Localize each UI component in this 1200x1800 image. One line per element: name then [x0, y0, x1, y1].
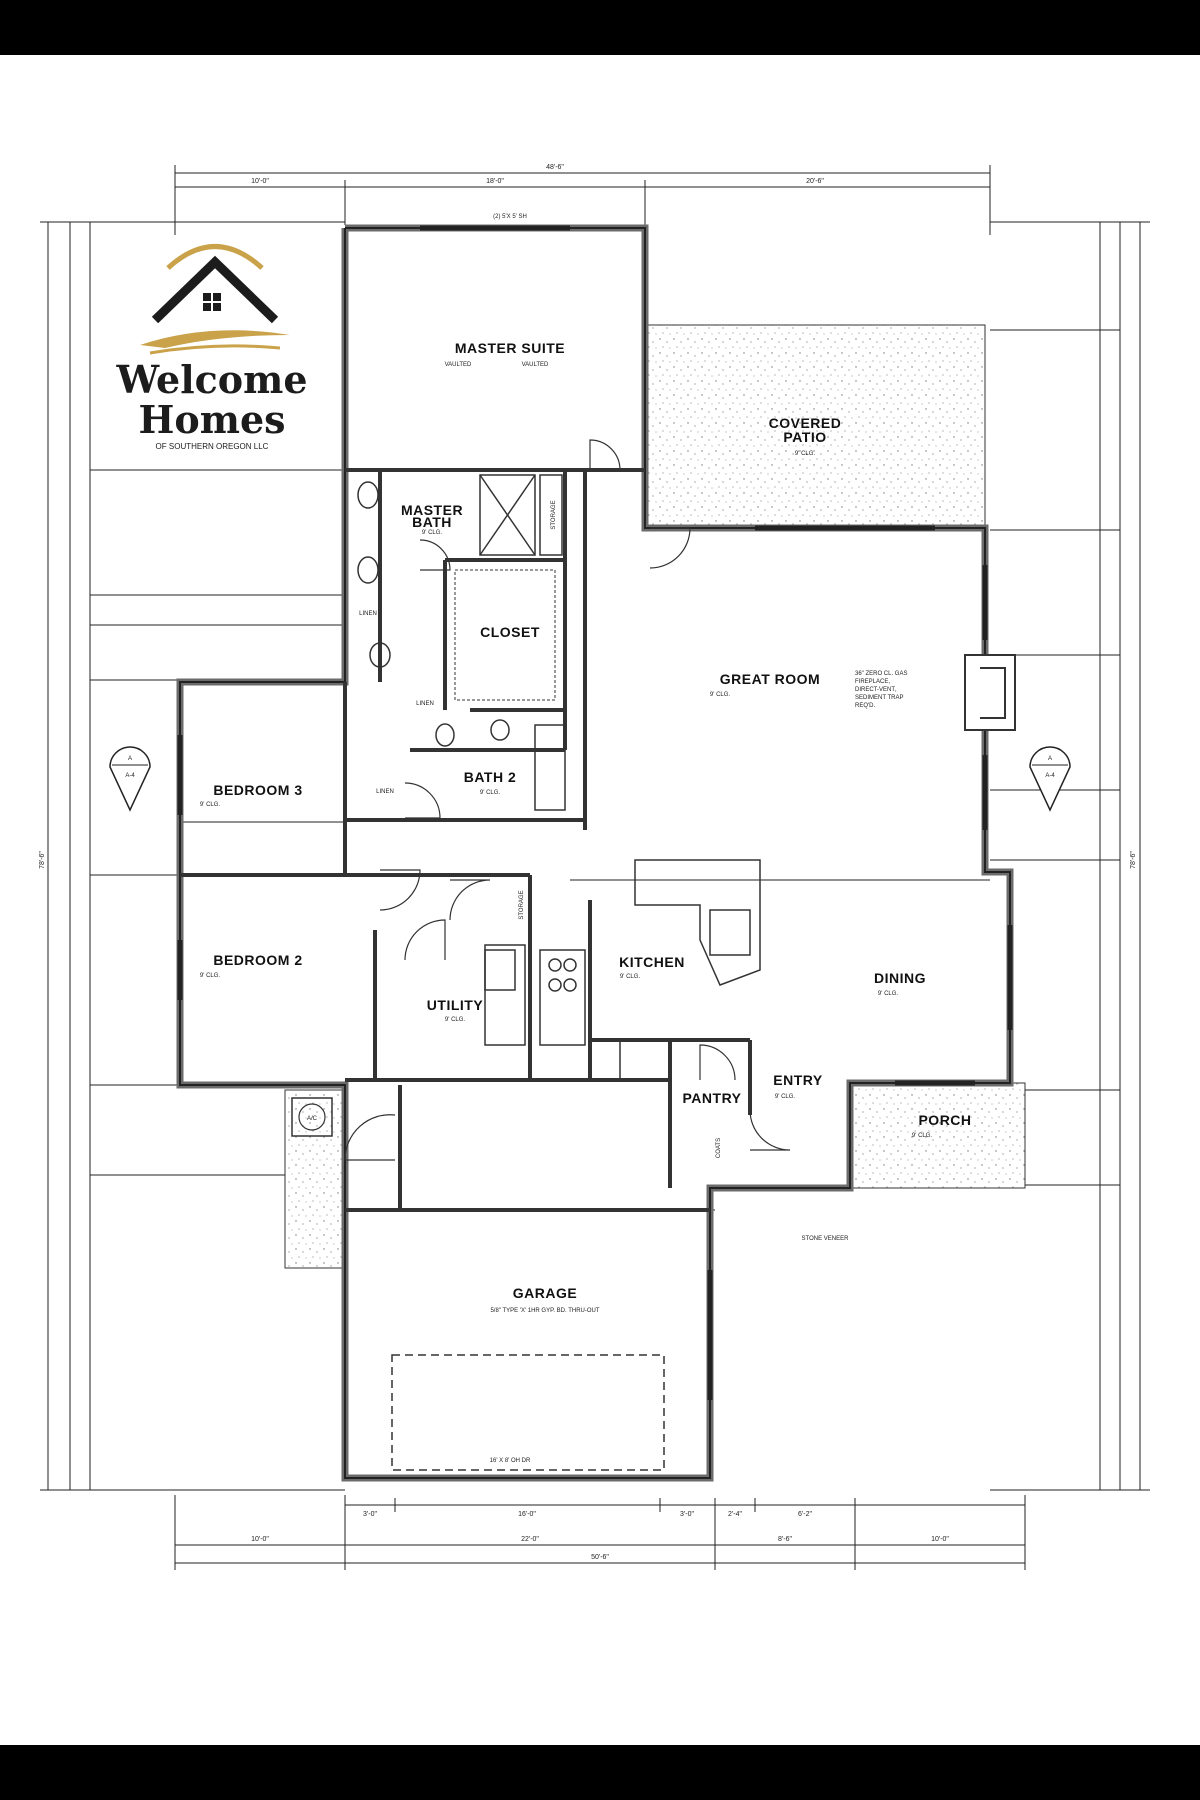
master-window-note: (2) 5'X 5' SH: [493, 214, 527, 220]
note-bath-2: 9' CLG.: [480, 790, 500, 796]
room-bedroom-2: BEDROOM 2: [213, 952, 302, 968]
dim-bottom-2: 22'-0": [521, 1536, 539, 1543]
windows: [177, 225, 1013, 1400]
label-linen-2: LINEN: [416, 701, 434, 707]
dim-garage-1: 3'-0": [363, 1511, 377, 1518]
dim-bottom-3: 8'-6": [778, 1536, 792, 1543]
fireplace: [964, 654, 1016, 731]
label-linen-1: LINEN: [359, 611, 377, 617]
dim-garage-4: 2'-4": [728, 1511, 742, 1518]
section-marker-right: A A-4: [1029, 746, 1071, 812]
dim-garage-5: 6'-2": [798, 1511, 812, 1518]
ac-pad: [291, 1097, 333, 1137]
logo-line1: Welcome: [115, 357, 307, 402]
label-storage-2: STORAGE: [519, 890, 525, 919]
note-bedroom-3: 9' CLG.: [200, 802, 220, 808]
kitchen-fixtures: [484, 859, 761, 1081]
garage-door-label: 16' X 8' OH DR: [490, 1458, 531, 1464]
house-with-sun-icon: [140, 244, 290, 355]
room-kitchen: KITCHEN: [619, 954, 685, 970]
top-black-band: [0, 0, 1200, 55]
dim-right-overall: 78'-6": [1130, 851, 1137, 869]
dim-garage-3: 3'-0": [680, 1511, 694, 1518]
room-bath-2: BATH 2: [464, 769, 517, 785]
ac-unit: [298, 1103, 326, 1131]
bath-fixtures: [357, 474, 566, 991]
dim-left-overall: 78'-6": [39, 851, 46, 869]
note-entry: 9' CLG.: [775, 1094, 795, 1100]
label-linen-3: LINEN: [376, 789, 394, 795]
dim-bottom-1: 10'-0": [251, 1536, 269, 1543]
room-great-room: GREAT ROOM: [720, 671, 820, 687]
note-garage: 5/8" TYPE 'X' 1HR GYP. BD. THRU-OUT: [490, 1308, 599, 1314]
section-tag-left: A: [128, 756, 132, 762]
room-labels: MASTER SUITE VAULTED VAULTED (2) 5'X 5' …: [200, 214, 971, 1464]
section-sheet-right: A-4: [1045, 773, 1055, 779]
dim-top-3: 20'-6": [806, 178, 824, 185]
garage-door-swing: [391, 1354, 665, 1471]
logo-tagline: OF SOUTHERN OREGON LLC: [156, 442, 269, 451]
door-swings: [344, 439, 791, 1161]
room-utility: UTILITY: [427, 997, 484, 1013]
section-marker-left: A A-4: [109, 746, 151, 812]
note-master-bath: 9' CLG.: [422, 530, 442, 536]
dim-top-1: 10'-0": [251, 178, 269, 185]
company-logo: Welcome Homes OF SOUTHERN OREGON LLC: [115, 244, 308, 451]
room-bedroom-3: BEDROOM 3: [213, 782, 302, 798]
section-sheet-left: A-4: [125, 773, 135, 779]
label-coats: COATS: [716, 1138, 722, 1158]
room-dining: DINING: [874, 970, 926, 986]
note-utility: 9' CLG.: [445, 1017, 465, 1023]
dimension-text: 48'-6" 10'-0" 18'-0" 20'-6" 3'-0" 16'-0"…: [39, 164, 1137, 1561]
bottom-black-band: [0, 1745, 1200, 1800]
closet-shelving: [454, 569, 556, 701]
dim-overall-bottom: 50'-6": [591, 1554, 609, 1561]
covered-patio-slab: [644, 324, 986, 528]
note-dining: 9' CLG.: [878, 991, 898, 997]
ac-label: A/C: [307, 1116, 318, 1122]
room-porch: PORCH: [918, 1112, 971, 1128]
note-kitchen: 9' CLG.: [620, 974, 640, 980]
interior-walls: [180, 468, 752, 1212]
room-master-suite: MASTER SUITE: [455, 340, 565, 356]
label-stone-veneer: STONE VENEER: [802, 1236, 850, 1242]
note-master-suite-1: VAULTED: [445, 362, 472, 368]
room-closet: CLOSET: [480, 624, 540, 640]
label-storage-1: STORAGE: [551, 500, 557, 529]
logo-line2: Homes: [138, 397, 285, 442]
dim-overall-top: 48'-6": [546, 164, 564, 171]
room-garage: GARAGE: [513, 1285, 577, 1301]
room-entry: ENTRY: [773, 1072, 823, 1088]
note-porch: 9' CLG.: [912, 1133, 932, 1139]
dim-garage-2: 16'-0": [518, 1511, 536, 1518]
note-master-suite-2: VAULTED: [522, 362, 549, 368]
section-tag-right: A: [1048, 756, 1052, 762]
dim-top-2: 18'-0": [486, 178, 504, 185]
note-bedroom-2: 9' CLG.: [200, 973, 220, 979]
porch-slab: [849, 1082, 1026, 1189]
dim-bottom-4: 10'-0": [931, 1536, 949, 1543]
note-covered-patio: 9' CLG.: [795, 451, 815, 457]
room-pantry: PANTRY: [683, 1090, 742, 1106]
note-great-room: 9' CLG.: [710, 692, 730, 698]
side-walkway: [284, 1089, 346, 1269]
